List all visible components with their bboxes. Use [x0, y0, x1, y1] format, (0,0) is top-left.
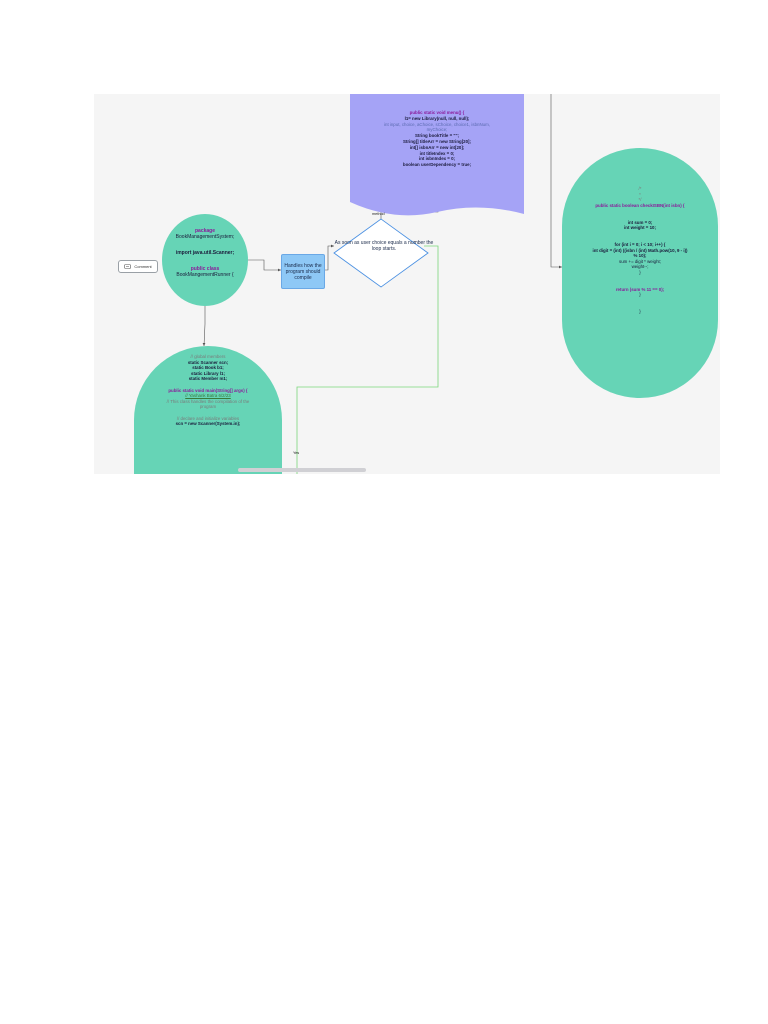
connector-package-handles [248, 259, 281, 271]
decision-diamond [333, 218, 429, 288]
comment-label: Comment [134, 264, 152, 269]
isbn-line: */ [638, 197, 642, 203]
arrowhead [278, 268, 281, 272]
handles-text: Handles how the program should compile [284, 262, 322, 281]
isbn-line: return (sum % 11 == 0); [615, 286, 665, 292]
import-statement: import java.util.Scanner; [175, 250, 235, 256]
isbn-line: * [639, 191, 641, 197]
package-keyword: package [194, 228, 215, 234]
isbn-line: /* [638, 186, 642, 191]
arrowhead [202, 343, 206, 346]
isbn-line: % 10); [633, 253, 647, 259]
arrowhead [559, 265, 562, 269]
isbn-line: for (int i = 0; i < 10; i++) { [614, 241, 666, 247]
main-line: // declare and initialize variables [176, 415, 240, 421]
isbn-line: } [639, 269, 641, 275]
main-line: scn = new Scanner(System.in); [175, 421, 241, 427]
main-line: program [199, 404, 217, 410]
isbn-line: int weight = 10; [624, 225, 656, 231]
comment-icon [124, 263, 132, 269]
main-line: static Library l1; [191, 370, 225, 376]
isbn-line: } [639, 292, 641, 298]
connector-yes-path [296, 245, 439, 474]
main-node[interactable]: // global members static Scanner scn; st… [134, 346, 282, 474]
menu-line: int titleIndex = 0; [419, 150, 455, 156]
isbn-line: public static boolean checkISBN(int isbn… [595, 202, 685, 208]
package-name: BookManagementSystem; [175, 234, 235, 240]
menu-node[interactable]: public static void menu() { l1= new Libr… [356, 110, 518, 168]
menu-line: boolean userDependency = true; [402, 162, 472, 168]
horizontal-scrollbar[interactable] [238, 468, 366, 472]
main-line: static Book b1; [192, 365, 224, 371]
connector-package-main [203, 306, 206, 347]
menu-line: myChoice; [426, 127, 448, 133]
package-node[interactable]: package BookManagementSystem; import jav… [162, 214, 248, 306]
menu-document-shape [350, 94, 524, 216]
diagram-canvas[interactable]: Comment package BookManagementSystem; im… [94, 94, 720, 474]
menu-line: String[] titleArr = new String[20]; [403, 138, 471, 144]
main-line: static Scanner scn; [187, 359, 229, 365]
menu-line: int isbnIndex = 0; [419, 156, 455, 162]
menu-line: String bookTitle = ""; [415, 133, 459, 139]
main-line: // Yashank Batra 6/2/23 [185, 393, 231, 399]
yes-label: Yes [293, 451, 300, 455]
isbn-line: weight--; [631, 264, 649, 270]
main-line: static Member m1; [188, 376, 228, 382]
arrowhead [331, 244, 334, 248]
class-keyword: public class [190, 266, 220, 272]
method-label: method [372, 212, 385, 216]
connectors [202, 94, 562, 474]
isbn-line: } [639, 309, 641, 315]
main-line: // This class handles the compilation of… [166, 398, 250, 404]
decision-text: As soon as user choice equals a number t… [334, 240, 434, 252]
comment-box[interactable]: Comment [118, 260, 158, 273]
isbn-line: sum += digit * weight; [619, 258, 661, 264]
main-line: public static void main(String[] args) { [168, 387, 248, 393]
menu-line: int[] isbnArr = new int[20]; [409, 144, 465, 150]
menu-line: int input, choice, aChoice, sChoice, cho… [384, 121, 490, 127]
handles-node[interactable]: Handles how the program should compile [281, 254, 325, 289]
menu-line: l1= new Library(null, null, null); [404, 115, 470, 121]
main-line: // global members [190, 354, 226, 359]
isbn-line: int digit = (int) ((isbn / (int) Math.po… [592, 247, 688, 253]
connector-menu-isbn [550, 94, 562, 268]
check-isbn-node[interactable]: /* * */ public static boolean checkISBN(… [562, 148, 718, 398]
menu-line: public static void menu() { [409, 110, 465, 115]
isbn-line: int sum = 0; [627, 219, 653, 225]
class-name: BookMangementRunner { [176, 272, 234, 278]
